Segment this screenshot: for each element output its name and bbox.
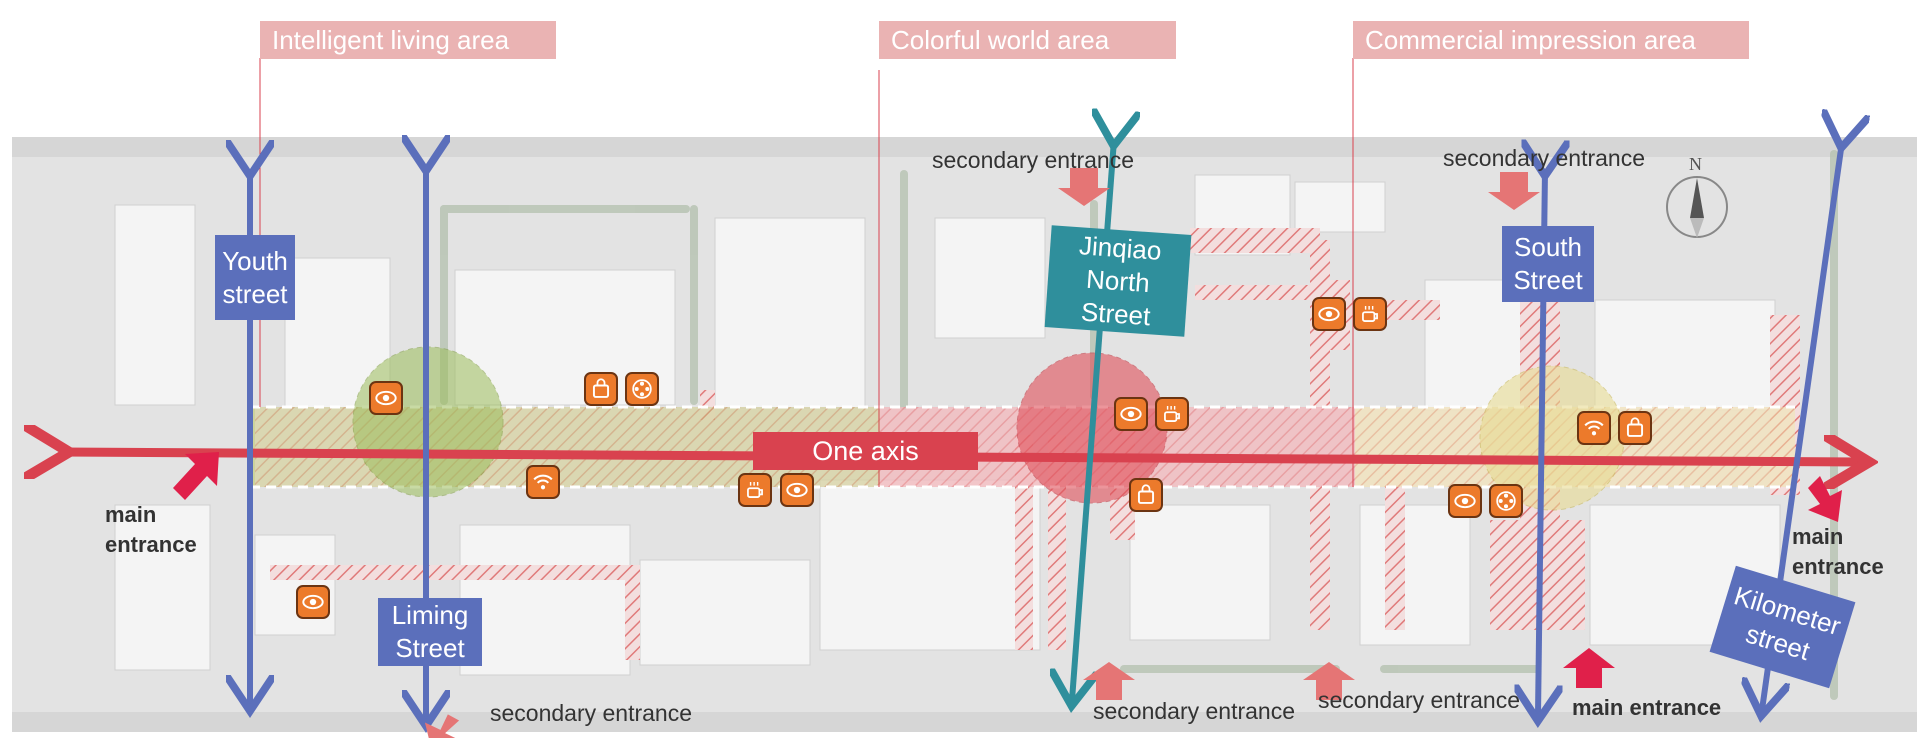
eye-icon — [1312, 297, 1346, 331]
secondary-entrance-label: secondary entrance — [1318, 687, 1521, 713]
wifi-icon — [526, 465, 560, 499]
eye-icon — [1448, 484, 1482, 518]
coffee-cup-icon — [738, 473, 772, 507]
secondary-entrance-label: secondary entrance — [490, 700, 693, 726]
shopping-bag-icon — [1618, 411, 1652, 445]
secondary-entrance-arrows — [424, 168, 1540, 738]
eye-icon — [296, 585, 330, 619]
film-reel-icon — [1489, 484, 1523, 518]
wifi-icon — [1577, 411, 1611, 445]
secondary-entrance-label: secondary entrance — [932, 147, 1135, 173]
coffee-cup-icon — [1353, 297, 1387, 331]
coffee-cup-icon — [1155, 397, 1189, 431]
north-compass-icon — [1666, 176, 1728, 238]
secondary-entrance-label: secondary entrance — [1093, 698, 1296, 724]
main-entrance-label: main entrance — [1572, 695, 1722, 720]
film-reel-icon — [625, 372, 659, 406]
one-axis-label: One axis — [753, 432, 978, 470]
eye-icon — [1114, 397, 1148, 431]
main-entrance-arrows — [173, 452, 1842, 688]
zone-label-intelligent: Intelligent living area — [260, 21, 556, 59]
shopping-bag-icon — [584, 372, 618, 406]
zone-label-commercial: Commercial impression area — [1353, 21, 1749, 59]
secondary-entrance-label: secondary entrance — [1443, 145, 1646, 171]
shopping-bag-icon — [1129, 478, 1163, 512]
eye-icon — [369, 381, 403, 415]
zone-label-colorful: Colorful world area — [879, 21, 1176, 59]
eye-icon — [780, 473, 814, 507]
compass-n-label: N — [1689, 154, 1702, 174]
